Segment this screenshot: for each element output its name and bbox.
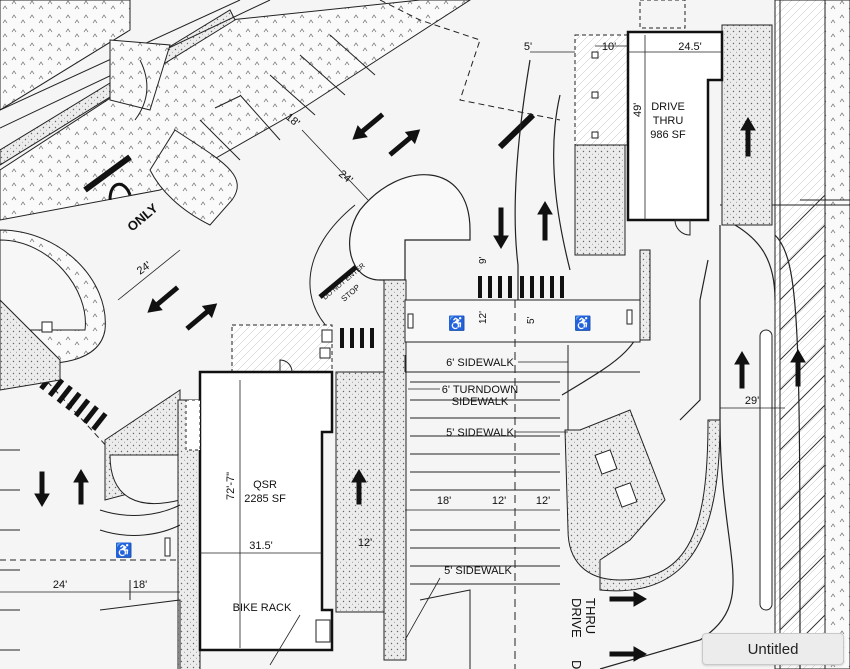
arrow-up-icon (351, 469, 367, 505)
dim-5ft-vertical: 5' (526, 316, 537, 324)
dim-10ft: 10' (602, 41, 616, 53)
turn-arrow-icon (108, 182, 132, 201)
accessible-icon: ♿ (574, 315, 591, 332)
drive-thru-dimensions (530, 35, 722, 220)
accessible-icon: ♿ (448, 315, 465, 332)
qsr-area: 2285 SF (244, 493, 286, 505)
drive-thru-lane-label-3: DRIVE (569, 660, 584, 669)
drive-thru-lane-curbs (514, 59, 801, 669)
drive-thru-building-area: 986 SF (650, 129, 686, 141)
bike-rack-label: BIKE RACK (233, 602, 292, 614)
east-roadway (720, 0, 850, 669)
arrow-up-icon (734, 351, 750, 389)
direction-arrows (34, 112, 806, 662)
dim-24-5ft: 24.5' (678, 41, 702, 53)
dim-49ft: 49' (632, 103, 644, 117)
dim-12ft-mid-a: 12' (492, 495, 506, 507)
five-ft-sidewalk-label-a: 5' SIDEWALK (446, 427, 514, 439)
drive-thru-building-label-1: DRIVE (651, 101, 685, 113)
east-west-sidewalk (404, 299, 641, 343)
parking-stalls-upper (149, 34, 376, 226)
arrow-down-icon (34, 471, 50, 507)
drive-thru-building-label-2: THRU (653, 115, 684, 127)
qsr-building: QSR 2285 SF 72'-7" 31.5' BIKE RACK (185, 324, 334, 666)
dim-72-7: 72'-7" (225, 472, 237, 500)
dim-31-5: 31.5' (249, 540, 273, 552)
arrow-right-icon (609, 591, 647, 607)
five-ft-sidewalk-label-b: 5' SIDEWALK (444, 565, 512, 577)
dim-5ft-top: 5' (524, 41, 532, 53)
arrow-upleft-icon (147, 285, 180, 313)
dim-9ft: 9' (478, 256, 489, 264)
arrow-up-icon (790, 349, 806, 387)
accessible-icon: ♿ (115, 542, 132, 559)
dim-12ft-mid-b: 12' (536, 495, 550, 507)
turndown-label-1: 6' TURNDOWN (442, 384, 519, 396)
arrow-upleft-icon (352, 112, 385, 140)
dim-24ft-bottom: 24' (53, 579, 67, 591)
dim-29ft: 29' (745, 395, 759, 407)
drive-thru-lane-label-1: DRIVE (569, 598, 584, 638)
stop-bars (83, 112, 536, 299)
drive-thru-lane-label-2: THRU (583, 598, 598, 634)
menu-boards (594, 449, 638, 508)
drive-thru-building: DRIVE THRU 986 SF (574, 0, 724, 256)
dim-18ft-bottom: 18' (133, 579, 147, 591)
arrow-up-icon (740, 117, 756, 157)
center-island (349, 174, 471, 281)
arrow-upright-icon (388, 129, 421, 157)
parking-stalls-center (0, 381, 560, 669)
arrow-right-icon (609, 646, 647, 662)
center-sidewalk (383, 279, 407, 661)
dim-12ft-vertical: 12' (478, 311, 489, 324)
six-ft-sidewalk-label: 6' SIDEWALK (446, 357, 514, 369)
accessible-sign-icons (164, 309, 633, 557)
arrow-upright-icon (185, 303, 218, 331)
turndown-label-2: SIDEWALK (452, 396, 509, 408)
sidewalk-labels: 6' SIDEWALK 6' TURNDOWN SIDEWALK 5' SIDE… (404, 357, 568, 641)
median-pill (759, 329, 773, 611)
accessible-parking-icons: ♿ ♿ ♿ (115, 315, 591, 559)
arrow-up-icon (73, 469, 89, 505)
arrow-down-icon (493, 207, 509, 249)
arrow-up-icon (537, 201, 553, 241)
qsr-label: QSR (253, 479, 277, 491)
drive-thru-lane-labels: DRIVE THRU DRIVE (569, 598, 598, 669)
dim-12ft-side: 12' (358, 537, 372, 549)
dim-18ft-mid: 18' (437, 495, 451, 507)
southwest-landscape (0, 229, 201, 669)
window-title-tag[interactable]: Untitled (702, 633, 844, 665)
